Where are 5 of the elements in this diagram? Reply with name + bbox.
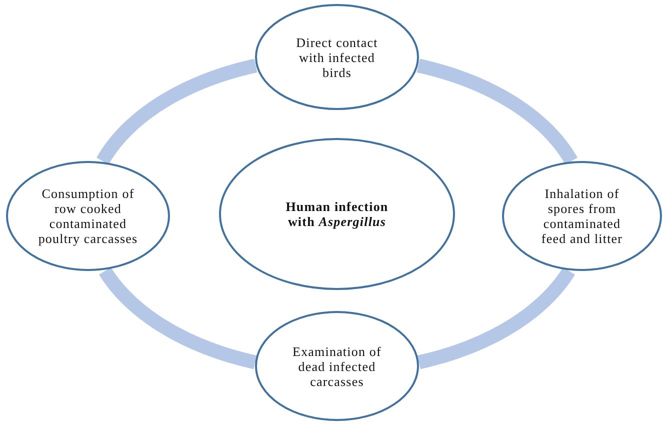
node-text: Human infection with Aspergillus — [284, 199, 390, 229]
node-text: Examination of dead infected carcasses — [292, 344, 382, 388]
node-text: Inhalation of spores from contaminated feed and litter — [540, 186, 624, 246]
node-text: Direct contact with infected birds — [295, 34, 379, 80]
node-text: Consumption of row cooked contaminated poultry carcasses — [38, 186, 138, 246]
